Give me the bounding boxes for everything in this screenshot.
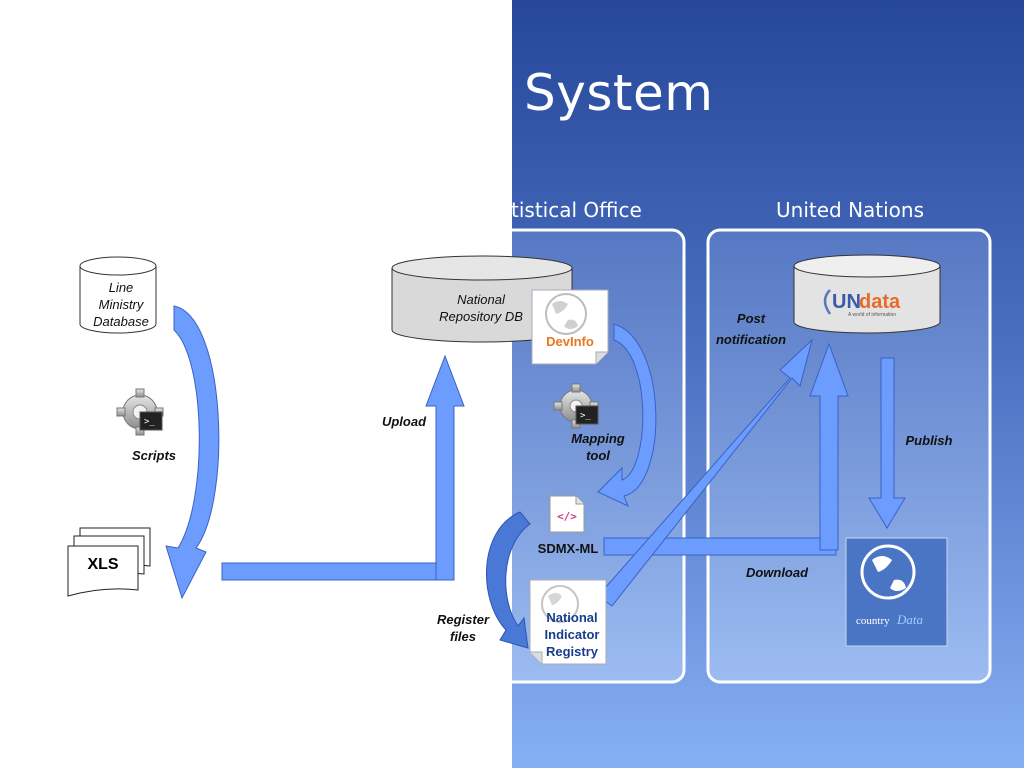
mapping-tool-gear-icon: >_ xyxy=(553,383,599,429)
section-label-nso: tistical Office xyxy=(511,198,642,222)
arrow-download xyxy=(809,342,849,551)
globe-icon xyxy=(545,293,587,335)
register-files-label: Register files xyxy=(436,612,490,644)
svg-text:A world of information: A world of information xyxy=(848,312,896,318)
publish-label: Publish xyxy=(905,433,953,448)
arrow-xls-to-upload xyxy=(221,562,455,581)
scripts-label: Scripts xyxy=(131,448,177,463)
svg-text:data: data xyxy=(859,291,901,313)
sdmx-ml-label: SDMX-ML xyxy=(537,541,599,556)
national-repository-db xyxy=(391,255,573,343)
arrow-publish xyxy=(868,357,906,529)
undata-logo: UN data A world of information xyxy=(823,289,901,318)
national-indicator-registry-document xyxy=(529,579,607,665)
line-ministry-database-label: Line Ministry Database xyxy=(93,280,149,329)
devinfo-label: DevInfo xyxy=(546,334,594,349)
arrow-register-files xyxy=(486,511,531,649)
section-label-un: United Nations xyxy=(776,198,925,222)
xls-label: XLS xyxy=(87,556,119,573)
arrow-mapping xyxy=(597,323,657,507)
national-indicator-registry-label: National Indicator Registry xyxy=(544,610,600,659)
arrow-post-notification xyxy=(597,338,813,607)
devinfo-document xyxy=(531,289,609,365)
globe-icon xyxy=(541,585,579,623)
arrow-upload xyxy=(425,354,465,581)
sdmx-file-icon: </> xyxy=(549,495,585,533)
undata-database: UN data A world of information xyxy=(793,254,941,334)
svg-text:UN: UN xyxy=(832,291,861,313)
svg-text:>_: >_ xyxy=(144,417,155,427)
globe-icon xyxy=(860,544,916,600)
svg-text:country: country xyxy=(856,615,890,627)
upload-label: Upload xyxy=(381,414,427,429)
xls-documents xyxy=(67,527,151,597)
scripts-gear-icon: >_ xyxy=(116,388,164,436)
page-title: System xyxy=(524,64,714,122)
national-repository-db-label: National Repository DB xyxy=(439,292,523,324)
post-notification-label: Post notification xyxy=(715,311,787,347)
countrydata-logo: country Data xyxy=(845,537,948,647)
svg-text:Data: Data xyxy=(896,612,924,627)
mapping-tool-label: Mapping tool xyxy=(571,431,625,463)
arrow-db-to-xls xyxy=(165,305,220,600)
svg-text:>_: >_ xyxy=(580,411,591,421)
svg-text:</>: </> xyxy=(557,510,577,523)
line-ministry-database xyxy=(79,256,157,334)
download-label: Download xyxy=(745,565,809,580)
